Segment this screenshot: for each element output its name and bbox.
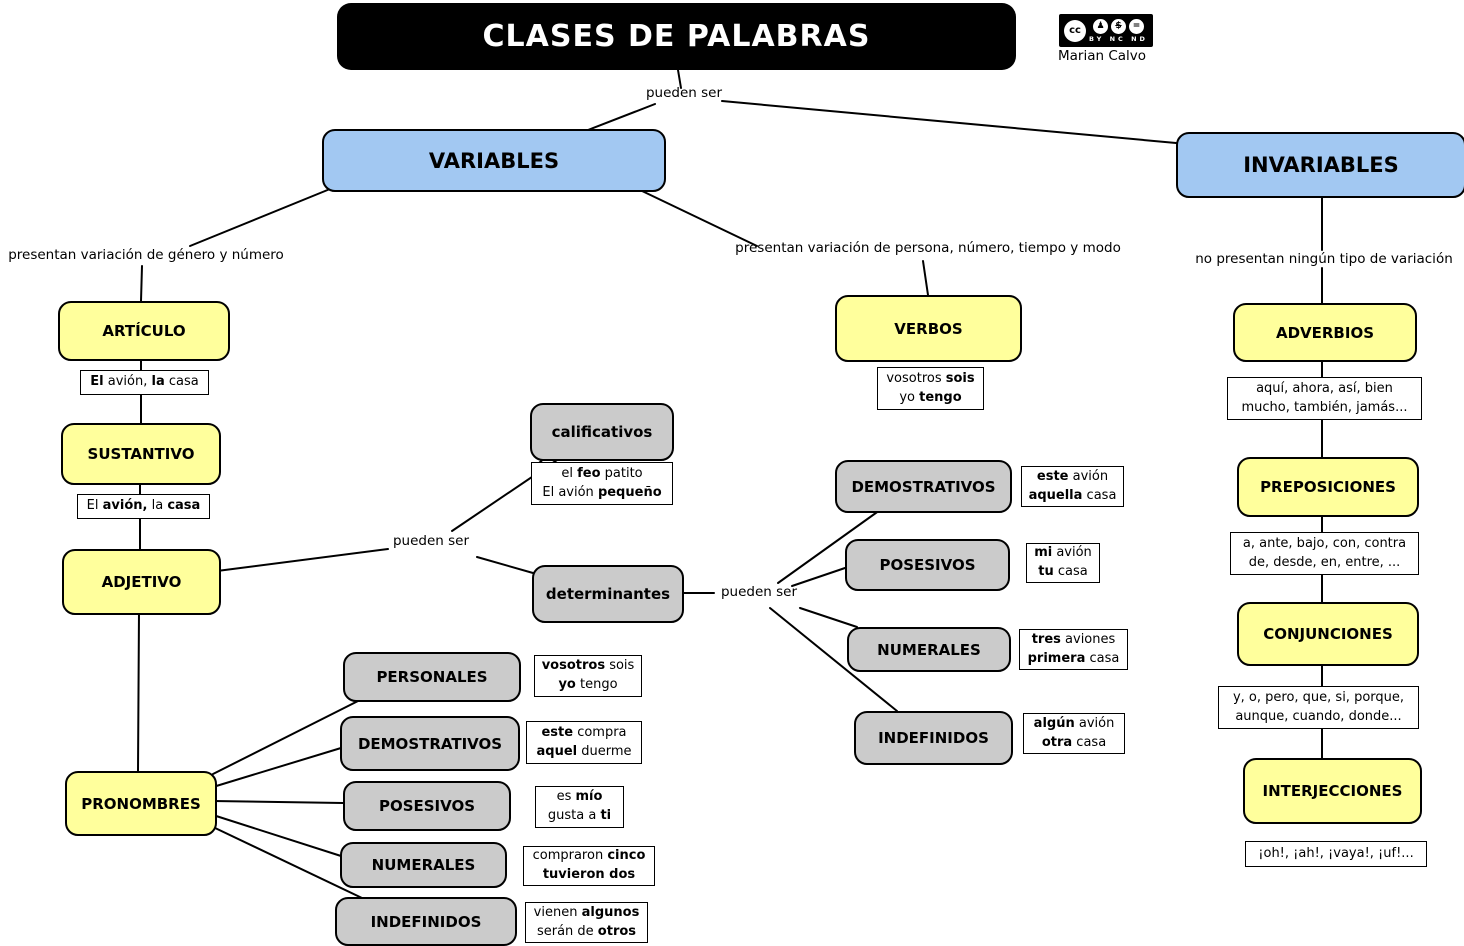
- node-determinantes: determinantes: [532, 565, 684, 623]
- cc-terms-labels: BY NC ND: [1089, 34, 1148, 43]
- connector-label-variables-note: presentan variación de género y número: [8, 247, 284, 263]
- example-conjunciones: y, o, pero, que, si, porque,aunque, cuan…: [1218, 686, 1419, 729]
- node-adverbios: ADVERBIOS: [1233, 303, 1417, 362]
- connector-line: [140, 265, 143, 302]
- node-interjecciones: INTERJECCIONES: [1243, 758, 1422, 824]
- cc-license-badge: cc ♟ $ = BY NC ND: [1059, 14, 1153, 47]
- node-verbos: VERBOS: [835, 295, 1022, 362]
- node-preposiciones: PREPOSICIONES: [1237, 457, 1419, 517]
- connector-label-root: pueden ser: [645, 85, 723, 101]
- node-articulo: ARTÍCULO: [58, 301, 230, 361]
- cc-logo-icon: cc: [1064, 19, 1087, 42]
- connector-label-verbos-note: presentan variación de persona, número, …: [735, 240, 1121, 256]
- connector-label-determinantes: pueden ser: [720, 584, 798, 600]
- connector-label-invariables-note: no presentan ningún tipo de variación: [1195, 251, 1453, 267]
- nd-equals-icon: =: [1128, 18, 1144, 34]
- connector-line: [769, 607, 898, 712]
- connector-line: [587, 103, 656, 131]
- node-det-indefinidos: INDEFINIDOS: [854, 711, 1013, 765]
- example-sustantivo: El avión, la casa: [77, 494, 210, 519]
- node-pron-personales: PERSONALES: [343, 652, 521, 702]
- node-pronombres: PRONOMBRES: [65, 771, 217, 836]
- connector-line: [212, 698, 363, 775]
- node-pron-numerales: NUMERALES: [340, 842, 507, 888]
- connector-line: [777, 509, 881, 584]
- connector-line: [922, 260, 929, 296]
- node-det-demostrativos: DEMOSTRATIVOS: [835, 460, 1012, 513]
- node-det-posesivos: POSESIVOS: [845, 539, 1010, 591]
- connector-line: [212, 814, 342, 857]
- connector-line: [721, 100, 1177, 144]
- by-person-icon: ♟: [1092, 18, 1108, 34]
- nc-dollar-icon: $: [1110, 18, 1126, 34]
- example-interjecciones: ¡oh!, ¡ah!, ¡vaya!, ¡uf!...: [1245, 841, 1427, 867]
- connector-line: [137, 610, 140, 772]
- connector-line: [189, 188, 331, 247]
- example-articulo: El avión, la casa: [80, 370, 209, 395]
- node-pron-demostrativos: DEMOSTRATIVOS: [340, 716, 520, 771]
- map-title: CLASES DE PALABRAS: [337, 3, 1016, 70]
- connector-label-adjetivo: pueden ser: [392, 533, 470, 549]
- cc-terms-icons: ♟ $ = BY NC ND: [1089, 18, 1148, 43]
- node-variables: VARIABLES: [322, 129, 666, 192]
- node-sustantivo: SUSTANTIVO: [61, 423, 221, 485]
- connector-line: [791, 567, 846, 587]
- node-pron-posesivos: POSESIVOS: [343, 781, 511, 831]
- node-calificativos: calificativos: [530, 403, 674, 461]
- connector-line: [677, 69, 682, 89]
- connector-line: [212, 800, 344, 804]
- node-det-numerales: NUMERALES: [847, 627, 1011, 672]
- node-conjunciones: CONJUNCIONES: [1237, 602, 1419, 666]
- node-adjetivo: ADJETIVO: [62, 549, 221, 615]
- connector-line: [212, 747, 342, 788]
- node-pron-indefinidos: INDEFINIDOS: [335, 897, 517, 946]
- connector-line: [476, 556, 534, 574]
- connector-line: [216, 548, 389, 572]
- node-invariables: INVARIABLES: [1176, 132, 1464, 198]
- connector-line: [799, 607, 858, 628]
- connector-line: [639, 189, 758, 247]
- connector-line: [212, 826, 363, 899]
- author-credit: Marian Calvo: [1058, 48, 1147, 64]
